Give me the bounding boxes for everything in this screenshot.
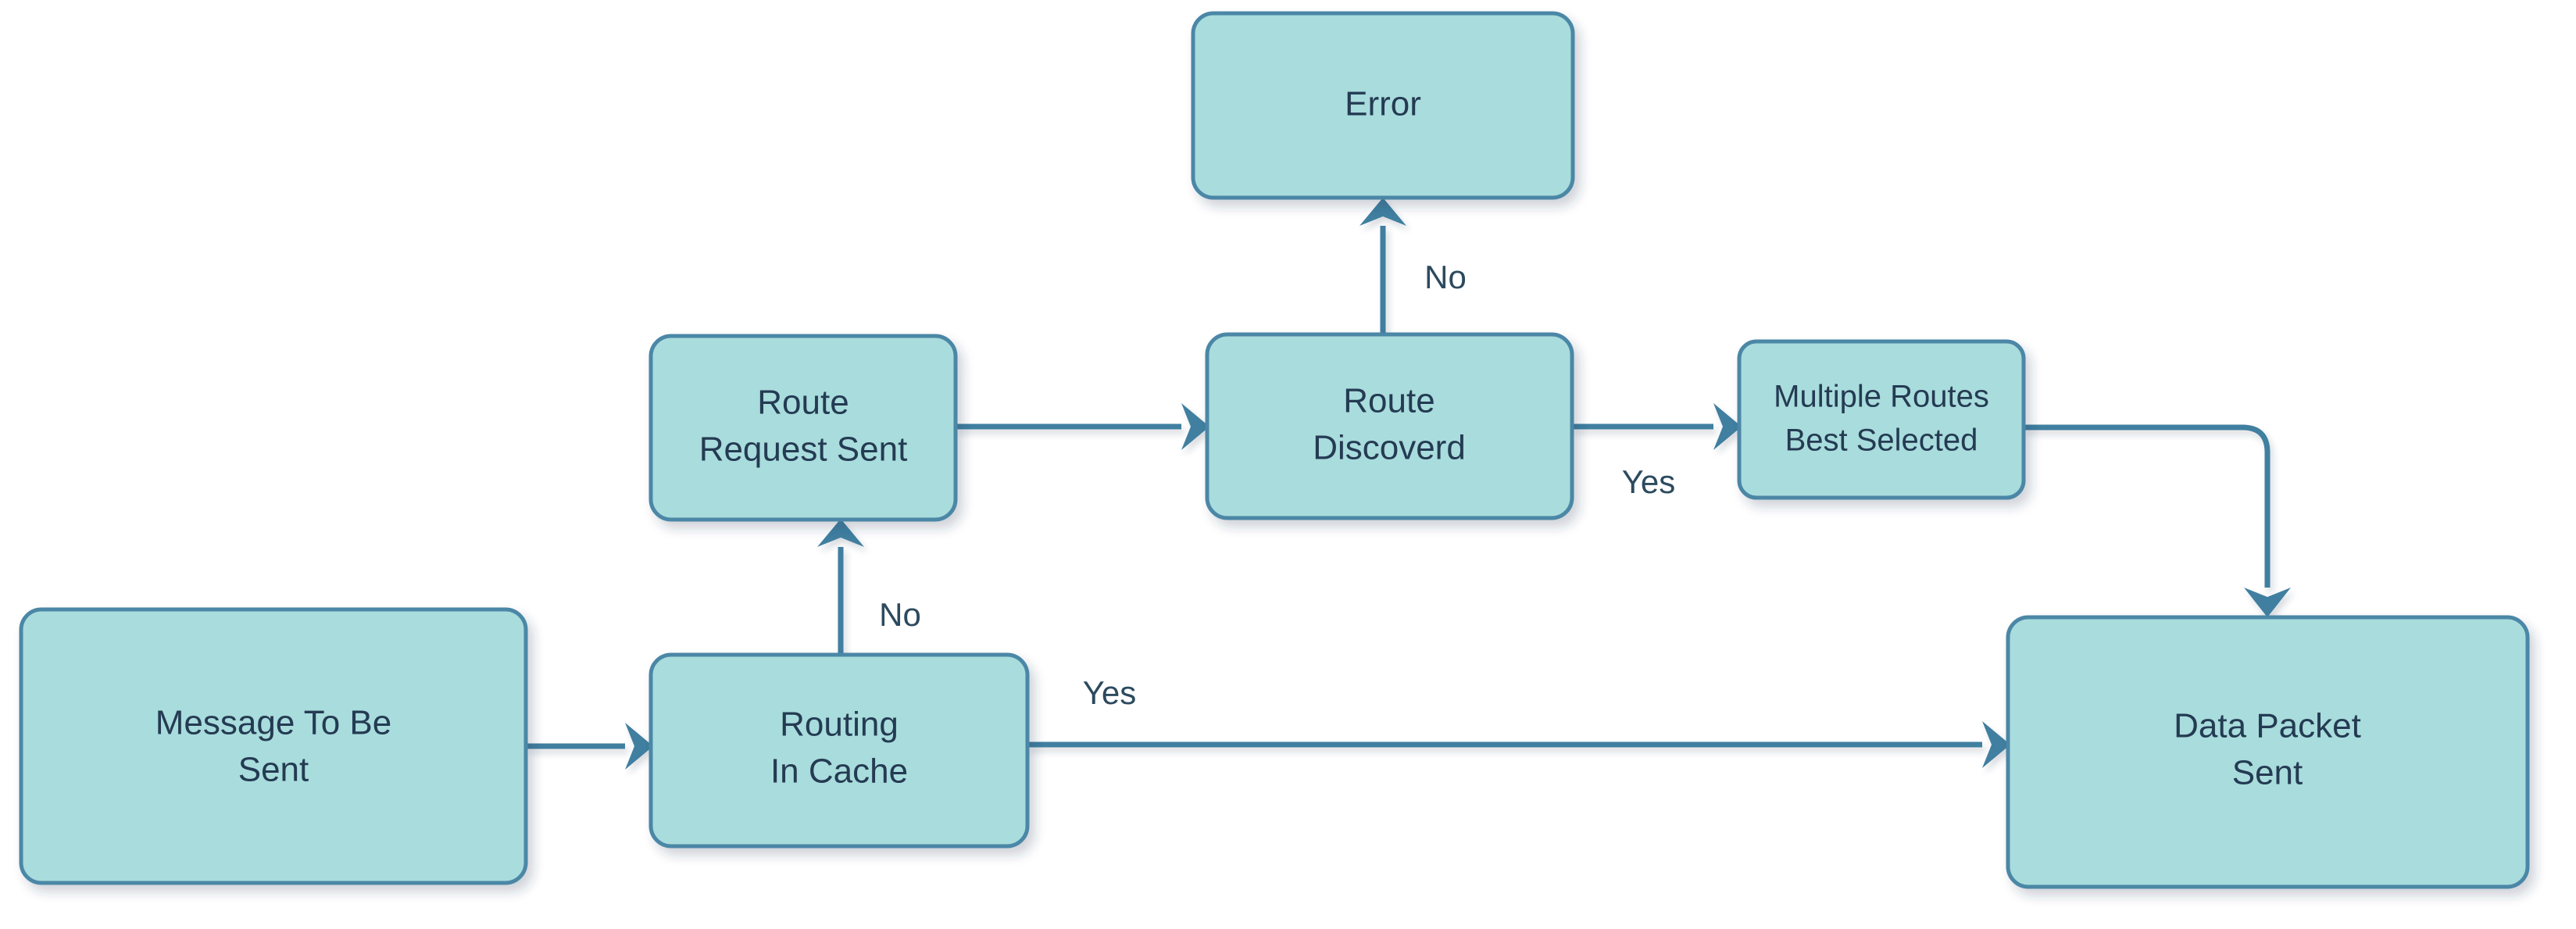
node-shape-route-request-sent [648,334,958,522]
edge-multiple-to-data-packet [2024,424,2291,617]
node-message-to-be-sent[interactable]: Message To Be Sent [19,607,528,885]
node-shape-message-to-be-sent [19,607,528,885]
node-label-multiple-routes-line1: Multiple Routes [1774,380,1989,414]
node-label-routing-in-cache-line2: In Cache [770,752,908,791]
node-shape-route-discoverd [1205,332,1574,520]
node-error[interactable]: Error [1191,11,1575,200]
node-label-route-discoverd-line2: Discoverd [1313,429,1466,467]
node-layer: Message To Be Sent Routing In Cache Rout… [19,11,2530,889]
node-shape-routing-in-cache [648,652,1030,849]
node-label-route-request-sent-line2: Request Sent [699,431,908,469]
node-route-discoverd[interactable]: Route Discoverd [1205,332,1574,520]
edge-discoverd-to-multiple [1572,403,1742,450]
node-label-data-packet-sent-line1: Data Packet [2174,707,2361,745]
node-shape-data-packet-sent [2006,615,2530,889]
edge-label-layer: No Yes No Yes [879,259,1675,711]
edge-label-discoverd-no: No [1424,259,1467,295]
edge-routing-to-request [817,519,864,655]
node-label-routing-in-cache-line1: Routing [780,706,899,744]
edge-routing-to-data-packet [1027,721,2010,768]
edge-discoverd-to-error [1359,198,1406,334]
node-multiple-routes-best-selected[interactable]: Multiple Routes Best Selected [1737,339,2026,500]
edge-layer [526,198,2291,770]
node-label-multiple-routes-line2: Best Selected [1785,423,1978,458]
node-shape-multiple-routes-best-selected [1737,339,2026,500]
node-label-route-discoverd-line1: Route [1343,382,1434,420]
node-routing-in-cache[interactable]: Routing In Cache [648,652,1030,849]
node-label-route-request-sent-line1: Route [757,384,849,422]
edge-label-routing-yes: Yes [1083,674,1137,711]
edge-label-discoverd-yes: Yes [1622,463,1676,500]
edge-message-to-routing [526,723,653,770]
edge-label-routing-no: No [879,596,921,633]
node-label-message-to-be-sent-line2: Sent [238,751,309,789]
node-label-message-to-be-sent-line1: Message To Be [155,704,391,742]
node-shape-error [1191,11,1575,200]
node-route-request-sent[interactable]: Route Request Sent [648,334,958,522]
edge-request-to-discoverd [956,403,1209,450]
node-label-error: Error [1345,85,1421,123]
node-label-data-packet-sent-line2: Sent [2232,754,2303,792]
node-data-packet-sent[interactable]: Data Packet Sent [2006,615,2530,889]
